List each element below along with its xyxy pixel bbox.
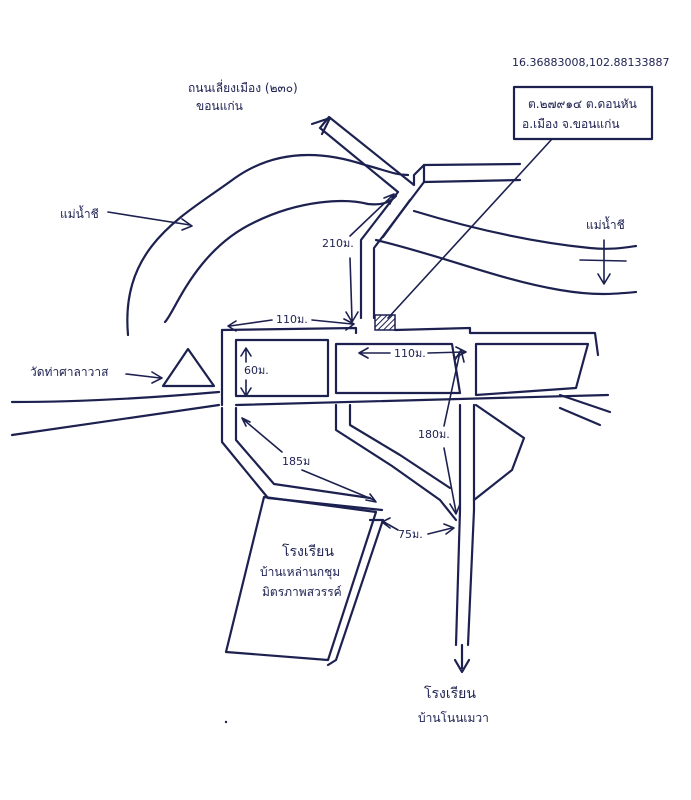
river-bank-upper-right <box>374 238 638 296</box>
school2-line2: บ้านโนนเมวา <box>418 711 489 725</box>
distance-110-left: 110ม. <box>276 313 308 326</box>
school2-line1: โรงเรียน <box>424 685 476 702</box>
road-ne-diagonal <box>472 403 526 502</box>
school1-line3: มิตรภาพสวรรค์ <box>262 585 342 599</box>
highway-city: ขอนแก่น <box>196 99 243 113</box>
highway-arrow <box>310 116 332 136</box>
river-bank-right-mid <box>412 209 638 250</box>
arrow-75 <box>381 517 455 535</box>
road-center-south <box>334 403 458 522</box>
river-bank-upper <box>126 153 410 337</box>
distance-75: 75ม. <box>398 528 423 541</box>
road-east-upper-b <box>422 178 522 184</box>
main-road-north <box>220 326 600 357</box>
road-lower-right <box>558 393 612 414</box>
river-right-arrow <box>597 239 611 285</box>
road-middle <box>234 393 610 407</box>
arrow-180 <box>443 349 465 515</box>
road-lower-right-b <box>558 406 602 427</box>
site-address-line2: อ.เมือง จ.ขอนแก่น <box>522 117 620 131</box>
distance-210: 210ม. <box>322 237 354 250</box>
road-center-south-b <box>348 403 452 490</box>
temple-arrow <box>125 371 163 384</box>
road-lower-left <box>10 403 221 437</box>
highway-road <box>318 115 426 320</box>
temple-triangle <box>161 347 216 388</box>
road-east-south <box>454 403 462 647</box>
arrow-110-right <box>358 346 467 359</box>
river-left-arrow <box>107 211 193 231</box>
road-east-south-b <box>466 403 476 647</box>
site-marker <box>374 314 396 331</box>
school1-parcel <box>224 495 378 662</box>
road-to-school1 <box>326 518 385 667</box>
arrow-210-b <box>349 193 395 237</box>
road-southwest-b <box>234 406 372 500</box>
bridge-line <box>381 198 412 239</box>
school1-line2: บ้านเหล่านกชุม <box>260 565 340 580</box>
block-right <box>474 342 590 397</box>
distance-185: 185ม <box>282 455 310 468</box>
temple-label: วัดท่าศาลาวาส <box>30 365 109 379</box>
river-left-label: แม่น้ำชี <box>60 205 99 221</box>
arrow-185 <box>241 417 377 503</box>
river-bank-lower-mid <box>163 194 398 324</box>
block-center <box>334 342 462 395</box>
river-right-arrow-h <box>579 259 627 262</box>
road-down-arrow <box>453 643 471 674</box>
distance-110-right: 110ม. <box>394 347 426 360</box>
site-address-box: ต.๒๗๙๑๔ ต.ดอนหัน อ.เมือง จ.ขอนแก่น <box>512 85 654 141</box>
distance-60: 60ม. <box>244 364 269 377</box>
site-address-line1: ต.๒๗๙๑๔ ต.ดอนหัน <box>528 97 637 111</box>
road-east-upper-a <box>422 162 522 167</box>
road-southwest <box>220 406 384 512</box>
arrow-60 <box>240 347 252 397</box>
main-road-south <box>234 338 330 398</box>
arrow-110-left <box>227 318 355 332</box>
site-leader-line <box>387 138 553 319</box>
river-right-label: แม่น้ำชี <box>586 216 625 232</box>
distance-180: 180ม. <box>418 428 450 441</box>
coordinates-text: 16.36883008,102.88133887 <box>512 56 669 69</box>
ink-dot <box>224 720 228 724</box>
arrow-210 <box>345 257 359 323</box>
river-bank-lower-left <box>10 390 221 404</box>
school1-line1: โรงเรียน <box>282 543 334 560</box>
highway-label: ถนนเลี่ยงเมือง (๒๓๐) <box>188 79 298 95</box>
